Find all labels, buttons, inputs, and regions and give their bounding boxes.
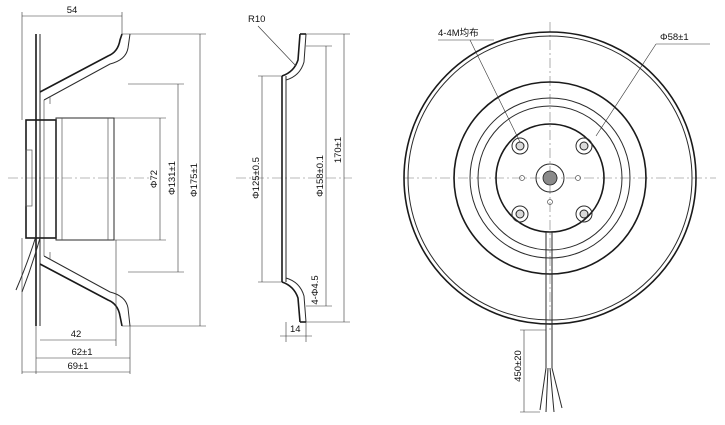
hole-br-ring: [575, 205, 593, 223]
inlet-circle: [453, 81, 647, 275]
shaft-boss: [535, 163, 565, 193]
cable-dim-label: 450±20: [513, 350, 524, 382]
hub-detail: [25, 149, 33, 207]
thread-leader: [469, 39, 521, 143]
thread-label: 4-4M均布: [438, 27, 479, 39]
cable-1: [15, 235, 37, 291]
ring-bottom-flare-inner: [285, 277, 307, 323]
shroud-bottom: [39, 263, 123, 327]
dim-62-label: 62±1: [71, 347, 92, 358]
small-hole-left: [519, 175, 525, 181]
cable-2: [21, 237, 41, 293]
dim-125-label: Φ125±0.5: [251, 157, 262, 199]
mounting-holes: [511, 137, 593, 223]
hole-tr: [579, 141, 589, 151]
motor-housing: [25, 119, 57, 239]
hole-tl-ring: [511, 137, 529, 155]
dim-14-label: 14: [290, 324, 301, 335]
d58-label: Φ58±1: [660, 32, 689, 43]
motor-rotor: [55, 117, 115, 241]
dim-72-label: Φ72: [149, 170, 160, 188]
dim-131-label: Φ131±1: [167, 161, 178, 195]
hole-bl-ring: [511, 205, 529, 223]
hole-tl: [515, 141, 525, 151]
hole-tr-ring: [575, 137, 593, 155]
small-hole-bottom: [547, 199, 553, 205]
r10-leader: [257, 25, 297, 67]
hole-br: [579, 209, 589, 219]
dim-158-label: Φ158±0.1: [315, 155, 326, 197]
inlet-inner-circle: [469, 97, 631, 259]
dim-54-label: 54: [67, 5, 78, 16]
wire-2: [545, 367, 549, 413]
section-view: R10 Φ125±0.5 Φ158±0.1 170±1 4-Φ4.5 14: [236, 14, 352, 342]
outer-shroud-circle: [403, 31, 697, 325]
wire-3: [549, 367, 555, 413]
d58-leader: [595, 43, 657, 137]
wire-1: [539, 367, 547, 411]
shroud-bottom-inner: [43, 255, 131, 327]
shaft: [542, 170, 558, 186]
dim-42-label: 42: [71, 329, 82, 340]
ring-top-flare: [281, 33, 301, 77]
ring-bottom-flare: [281, 281, 301, 323]
front-view: 4-4M均布 Φ58±1 450±20: [403, 22, 716, 413]
shroud-top-inner: [43, 33, 131, 101]
dim-69-label: 69±1: [67, 361, 88, 372]
motor-circle: [477, 105, 623, 251]
wire-4: [551, 367, 563, 409]
r10-label: R10: [248, 14, 265, 25]
small-hole-right: [575, 175, 581, 181]
dim-175-label: Φ175±1: [189, 163, 200, 197]
hub-circle: [495, 123, 605, 233]
outer-shroud-inner-circle: [407, 35, 693, 321]
hole-bl: [515, 209, 525, 219]
dim-holes-label: 4-Φ4.5: [310, 275, 321, 304]
dim-170-label: 170±1: [333, 137, 344, 163]
ring-top-flare-inner: [285, 33, 307, 81]
shroud-top: [39, 33, 123, 93]
side-view: 54 42 62±1 69±1 Φ72 Φ131±1 Φ175±1: [8, 5, 206, 374]
